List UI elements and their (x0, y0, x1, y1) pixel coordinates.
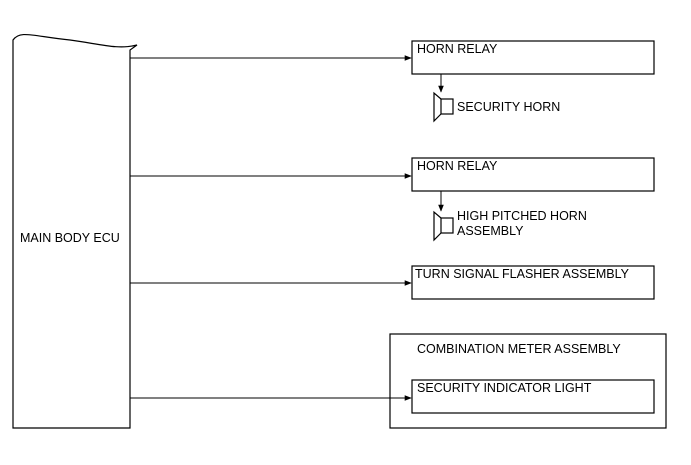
combination-meter-label: COMBINATION METER ASSEMBLY (417, 342, 621, 356)
horn-relay-2-label: HORN RELAY (417, 159, 498, 173)
turn-signal-flasher-block: TURN SIGNAL FLASHER ASSEMBLY (411, 265, 655, 300)
main-body-ecu-label: MAIN BODY ECU (20, 231, 120, 245)
high-pitched-horn-speaker-icon (433, 210, 454, 242)
turn-signal-flasher-label: TURN SIGNAL FLASHER ASSEMBLY (415, 267, 630, 281)
horn-relay-2-block: HORN RELAY (411, 157, 655, 192)
horn-relay-1-block: HORN RELAY (411, 40, 655, 75)
high-pitched-horn-label-line1: HIGH PITCHED HORN (457, 209, 587, 223)
high-pitched-horn-label-line2: ASSEMBLY (457, 224, 524, 238)
security-horn-speaker-icon (433, 91, 454, 123)
security-indicator-block: SECURITY INDICATOR LIGHT (411, 379, 655, 414)
security-horn-label: SECURITY HORN (457, 100, 560, 114)
security-indicator-label: SECURITY INDICATOR LIGHT (417, 381, 592, 395)
main-body-ecu-block: MAIN BODY ECU (12, 33, 138, 429)
horn-relay-1-label: HORN RELAY (417, 42, 498, 56)
